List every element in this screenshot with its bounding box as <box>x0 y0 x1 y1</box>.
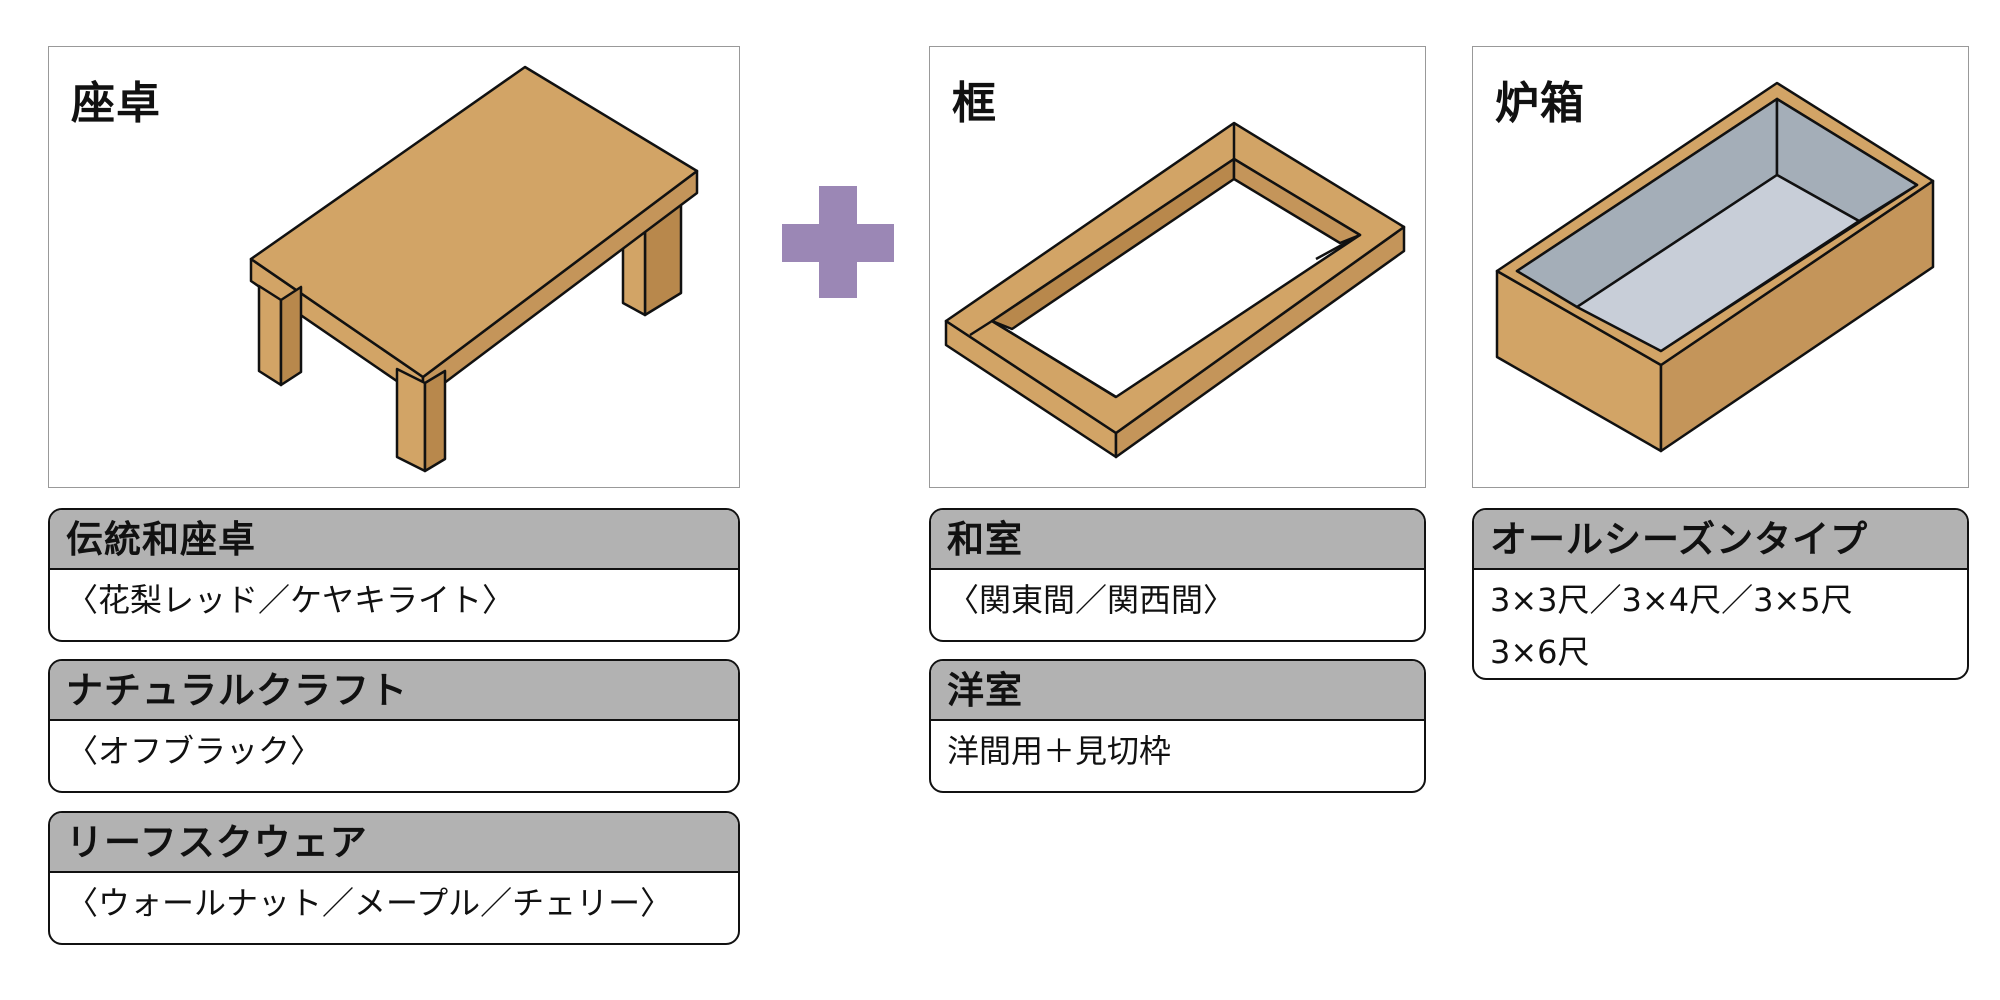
card-header: 和室 <box>931 510 1424 570</box>
rohako-panel: 炉箱 <box>1472 46 1969 488</box>
zataku-panel: 座卓 <box>48 46 740 488</box>
card-allseason: オールシーズンタイプ 3×3尺／3×4尺／3×5尺 3×6尺 <box>1472 508 1969 680</box>
plus-icon <box>782 186 894 298</box>
card-line: 〈花梨レッド／ケヤキライト〉 <box>66 581 515 619</box>
card-natural: ナチュラルクラフト 〈オフブラック〉 <box>48 659 740 793</box>
zataku-table-illustration <box>249 65 699 473</box>
card-line: 〈オフブラック〉 <box>66 732 323 770</box>
card-traditional: 伝統和座卓 〈花梨レッド／ケヤキライト〉 <box>48 508 740 642</box>
rohako-title: 炉箱 <box>1495 78 1585 129</box>
card-header: リーフスクウェア <box>50 813 738 873</box>
rohako-box-illustration <box>1495 81 1935 453</box>
waku-frame-illustration <box>944 121 1406 459</box>
card-line: 〈関東間／関西間〉 <box>947 581 1236 619</box>
card-line: 洋間用＋見切枠 <box>947 732 1172 770</box>
card-line: 〈ウォールナット／メープル／チェリー〉 <box>66 884 673 922</box>
card-header: 伝統和座卓 <box>50 510 738 570</box>
zataku-title: 座卓 <box>71 78 161 129</box>
card-header: オールシーズンタイプ <box>1474 510 1967 570</box>
card-youshitsu: 洋室 洋間用＋見切枠 <box>929 659 1426 793</box>
waku-title: 框 <box>952 78 997 129</box>
card-line: 3×3尺／3×4尺／3×5尺 <box>1490 581 1853 619</box>
card-header: 洋室 <box>931 661 1424 721</box>
card-header: ナチュラルクラフト <box>50 661 738 721</box>
card-leaf: リーフスクウェア 〈ウォールナット／メープル／チェリー〉 <box>48 811 740 945</box>
card-washitsu: 和室 〈関東間／関西間〉 <box>929 508 1426 642</box>
waku-panel: 框 <box>929 46 1426 488</box>
card-line: 3×6尺 <box>1490 633 1590 671</box>
